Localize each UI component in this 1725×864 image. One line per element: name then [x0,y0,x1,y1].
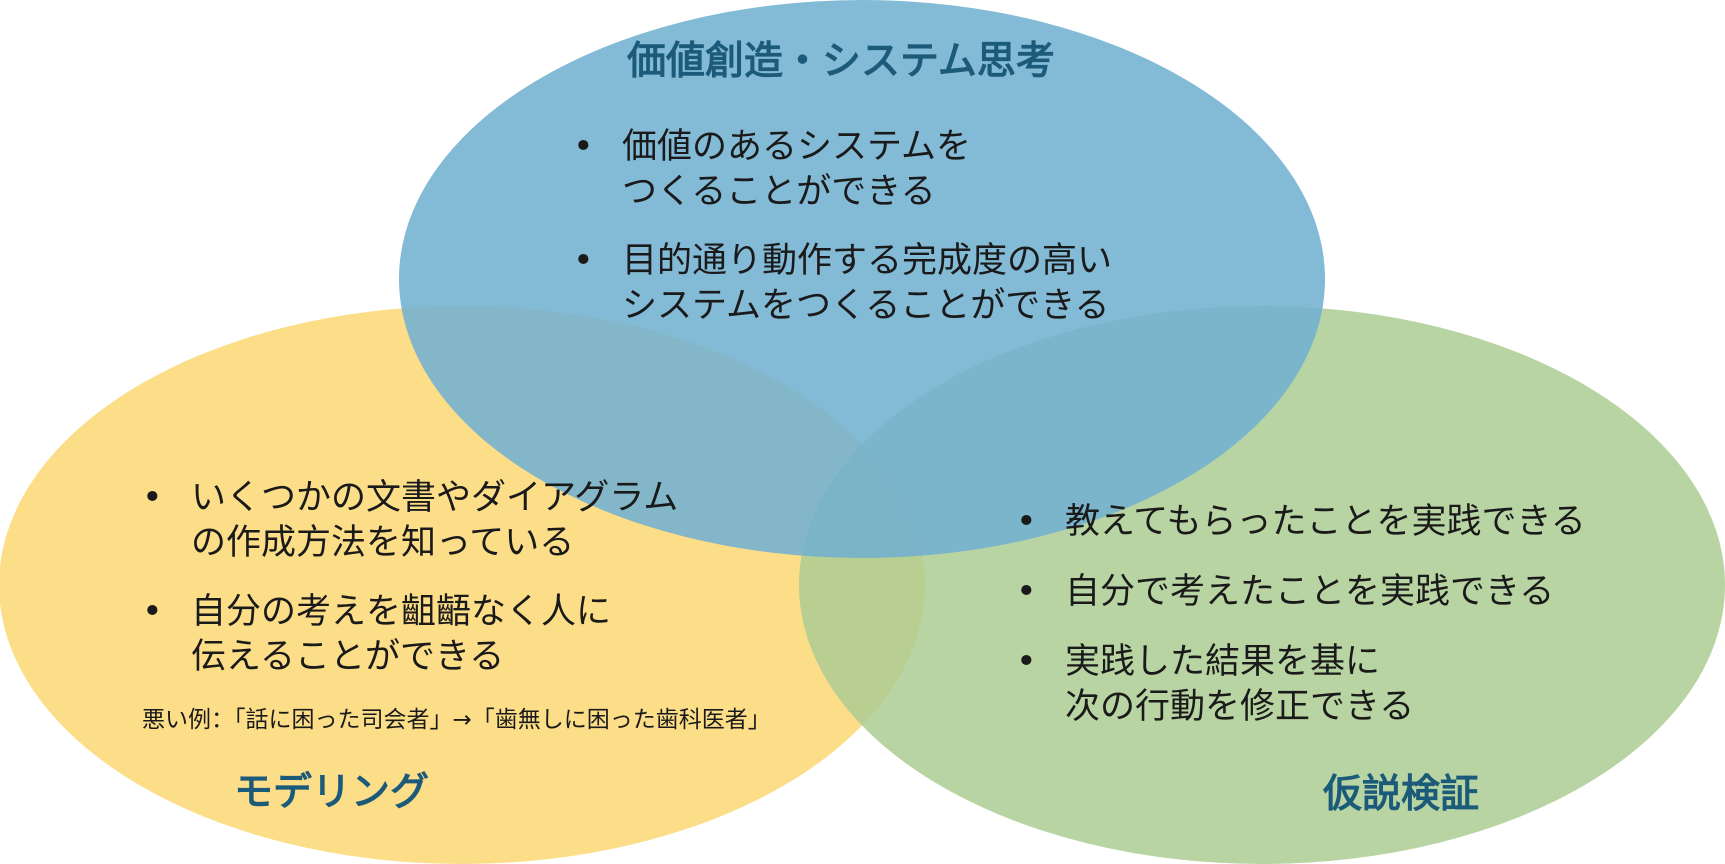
bullet-item: 実践した結果を基に 次の行動を修正できる [1016,640,1586,730]
left-circle-title: モデリング [234,770,430,815]
left-circle-bullets: いくつかの文書やダイアグラム の作成方法を知っている 自分の考えを齟齬なく人に … [142,476,678,704]
bullet-item: いくつかの文書やダイアグラム の作成方法を知っている [142,476,678,566]
right-circle-title: 仮説検証 [1323,772,1480,817]
bullet-item: 目的通り動作する完成度の高い システムをつくることができる [573,239,1112,329]
right-circle-bullets: 教えてもらったことを実践できる 自分で考えたことを実践できる 実践した結果を基に… [1016,500,1586,755]
bullet-item: 教えてもらったことを実践できる [1016,500,1586,545]
bullet-item: 自分の考えを齟齬なく人に 伝えることができる [142,590,678,680]
top-circle-title: 価値創造・システム思考 [627,39,1055,84]
bullet-item: 自分で考えたことを実践できる [1016,570,1586,615]
bullet-item: 価値のあるシステムを つくることができる [573,125,1112,215]
top-circle-bullets: 価値のあるシステムを つくることができる 目的通り動作する完成度の高い システム… [573,125,1112,353]
bad-example-note: 悪い例：「話に困った司会者」→「歯無しに困った歯科医者」 [142,707,771,733]
